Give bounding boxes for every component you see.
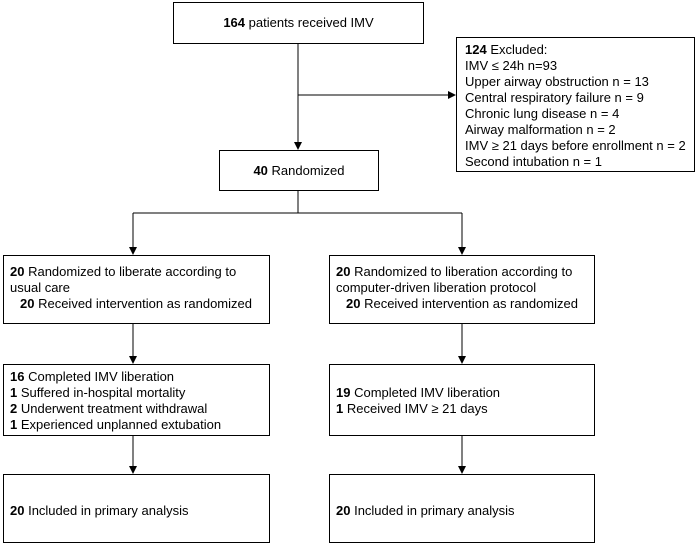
right-allocation-label: Randomized to liberation according to — [350, 264, 573, 279]
right-analysis-label: Included in primary analysis — [350, 503, 515, 518]
excluded-item: Upper airway obstruction n = 13 — [465, 74, 649, 89]
left-received-label: Received intervention as randomized — [34, 296, 252, 311]
right-outcome-label: Completed IMV liberation — [350, 385, 501, 400]
left-outcome-count: 16 — [10, 369, 25, 384]
right-analysis-line: 20 Included in primary analysis — [336, 503, 594, 519]
excluded-item: Chronic lung disease n = 4 — [465, 106, 620, 121]
left-analysis-line: 20 Included in primary analysis — [10, 503, 269, 519]
right-allocation-box: 20 Randomized to liberation according to… — [329, 255, 595, 324]
right-outcome-item: 19 Completed IMV liberation — [336, 385, 594, 401]
left-outcome-item: 1 Suffered in-hospital mortality — [10, 385, 269, 401]
left-outcome-label: Underwent treatment withdrawal — [17, 401, 208, 416]
excluded-item: Central respiratory failure n = 9 — [465, 90, 644, 105]
right-outcome-label: Received IMV ≥ 21 days — [343, 401, 488, 416]
randomized-label: Randomized — [267, 162, 345, 178]
excluded-count: 124 — [465, 42, 487, 57]
left-allocation-line1: 20 Randomized to liberate according to — [10, 264, 269, 280]
excluded-item: IMV ≥ 21 days before enrollment n = 2 — [465, 138, 686, 153]
excluded-label: Excluded: — [486, 42, 548, 57]
left-outcome-count: 1 — [10, 385, 18, 400]
left-outcome-item: 2 Underwent treatment withdrawal — [10, 401, 269, 417]
right-outcome-count: 19 — [336, 385, 351, 400]
left-outcome-count: 2 — [10, 401, 18, 416]
right-allocation-line1: 20 Randomized to liberation according to — [336, 264, 594, 280]
randomized-text: 40 Randomized — [253, 163, 344, 179]
excluded-box: 124 Excluded: IMV ≤ 24h n=93 Upper airwa… — [456, 37, 695, 172]
left-analysis-count: 20 — [10, 503, 25, 518]
left-outcome-item: 1 Experienced unplanned extubation — [10, 417, 269, 433]
right-outcome-item: 1 Received IMV ≥ 21 days — [336, 401, 594, 417]
left-allocation-label: Randomized to liberate according to — [24, 264, 237, 279]
right-outcome-count: 1 — [336, 401, 344, 416]
right-allocation-count: 20 — [336, 264, 351, 279]
excluded-item: IMV ≤ 24h n=93 — [465, 58, 558, 73]
left-received-line: 20 Received intervention as randomized — [10, 296, 269, 312]
enrollment-label: patients received IMV — [245, 15, 374, 30]
excluded-title: 124 Excluded: — [465, 42, 694, 58]
randomized-box: 40 Randomized — [219, 150, 379, 191]
enrollment-text: 164 patients received IMV — [223, 15, 373, 31]
right-analysis-count: 20 — [336, 503, 351, 518]
left-analysis-box: 20 Included in primary analysis — [3, 474, 270, 543]
left-outcome-label: Experienced unplanned extubation — [17, 417, 222, 432]
right-allocation-line2: computer-driven liberation protocol — [336, 280, 537, 295]
right-analysis-box: 20 Included in primary analysis — [329, 474, 595, 543]
enrollment-count: 164 — [223, 15, 246, 30]
randomized-count: 40 — [253, 162, 268, 178]
left-allocation-box: 20 Randomized to liberate according to u… — [3, 255, 270, 324]
left-received-count: 20 — [20, 296, 35, 311]
right-received-label: Received intervention as randomized — [360, 296, 578, 311]
left-allocation-line2: usual care — [10, 280, 70, 295]
left-outcomes-box: 16 Completed IMV liberation 1 Suffered i… — [3, 364, 270, 436]
excluded-item: Second intubation n = 1 — [465, 154, 602, 169]
right-received-count: 20 — [346, 296, 361, 311]
enrollment-box: 164 patients received IMV — [173, 2, 424, 44]
excluded-item: Airway malformation n = 2 — [465, 122, 616, 137]
left-outcome-count: 1 — [10, 417, 18, 432]
left-allocation-count: 20 — [10, 264, 25, 279]
left-outcome-label: Completed IMV liberation — [24, 369, 175, 384]
left-outcome-item: 16 Completed IMV liberation — [10, 369, 269, 385]
left-analysis-label: Included in primary analysis — [24, 503, 189, 518]
right-received-line: 20 Received intervention as randomized — [336, 296, 594, 312]
left-outcome-label: Suffered in-hospital mortality — [17, 385, 186, 400]
right-outcomes-box: 19 Completed IMV liberation 1 Received I… — [329, 364, 595, 436]
